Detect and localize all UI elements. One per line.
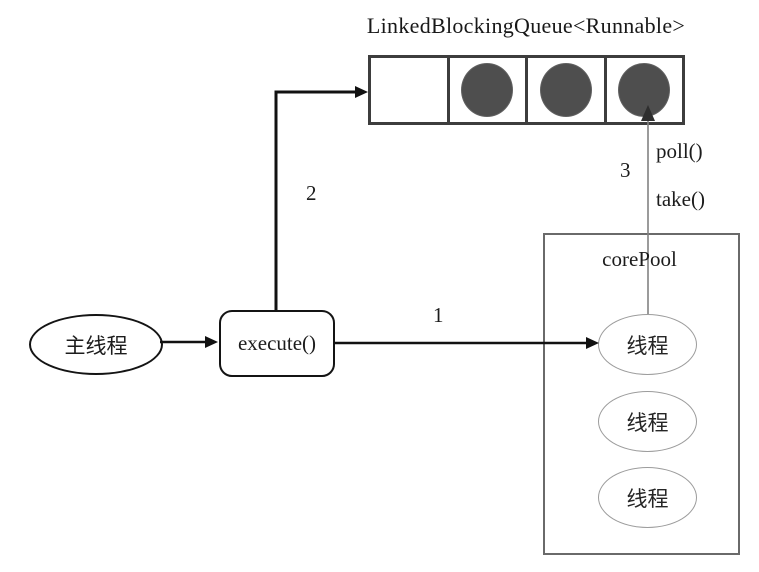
core-pool-label: corePool <box>602 247 677 271</box>
queue-title: LinkedBlockingQueue<Runnable> <box>366 13 686 38</box>
queue-cell <box>371 58 450 122</box>
step-2-label: 2 <box>306 181 317 205</box>
arrow-main-to-execute <box>160 336 218 348</box>
execute-node: execute() <box>219 310 335 377</box>
take-method-label: take() <box>656 187 705 211</box>
worker-thread-label: 线程 <box>626 333 669 358</box>
task-dot <box>618 63 671 117</box>
worker-thread-label: 线程 <box>626 486 669 511</box>
worker-thread-ellipse: 线程 <box>598 314 697 375</box>
queue-cell <box>607 58 683 122</box>
step-3-label: 3 <box>620 158 631 182</box>
poll-method-label: poll() <box>656 139 703 163</box>
main-thread-label: 主线程 <box>64 333 128 358</box>
queue-cell <box>528 58 607 122</box>
main-thread-ellipse: 主线程 <box>29 314 163 375</box>
task-dot <box>461 63 514 117</box>
worker-thread-label: 线程 <box>626 410 669 435</box>
task-queue <box>368 55 685 125</box>
worker-thread-ellipse: 线程 <box>598 391 697 452</box>
queue-cell <box>450 58 528 122</box>
worker-thread-ellipse: 线程 <box>598 467 697 528</box>
execute-label: execute() <box>237 331 317 355</box>
task-dot <box>539 63 592 117</box>
arrow-step2-execute-to-queue <box>274 86 368 310</box>
step-1-label: 1 <box>433 303 444 327</box>
